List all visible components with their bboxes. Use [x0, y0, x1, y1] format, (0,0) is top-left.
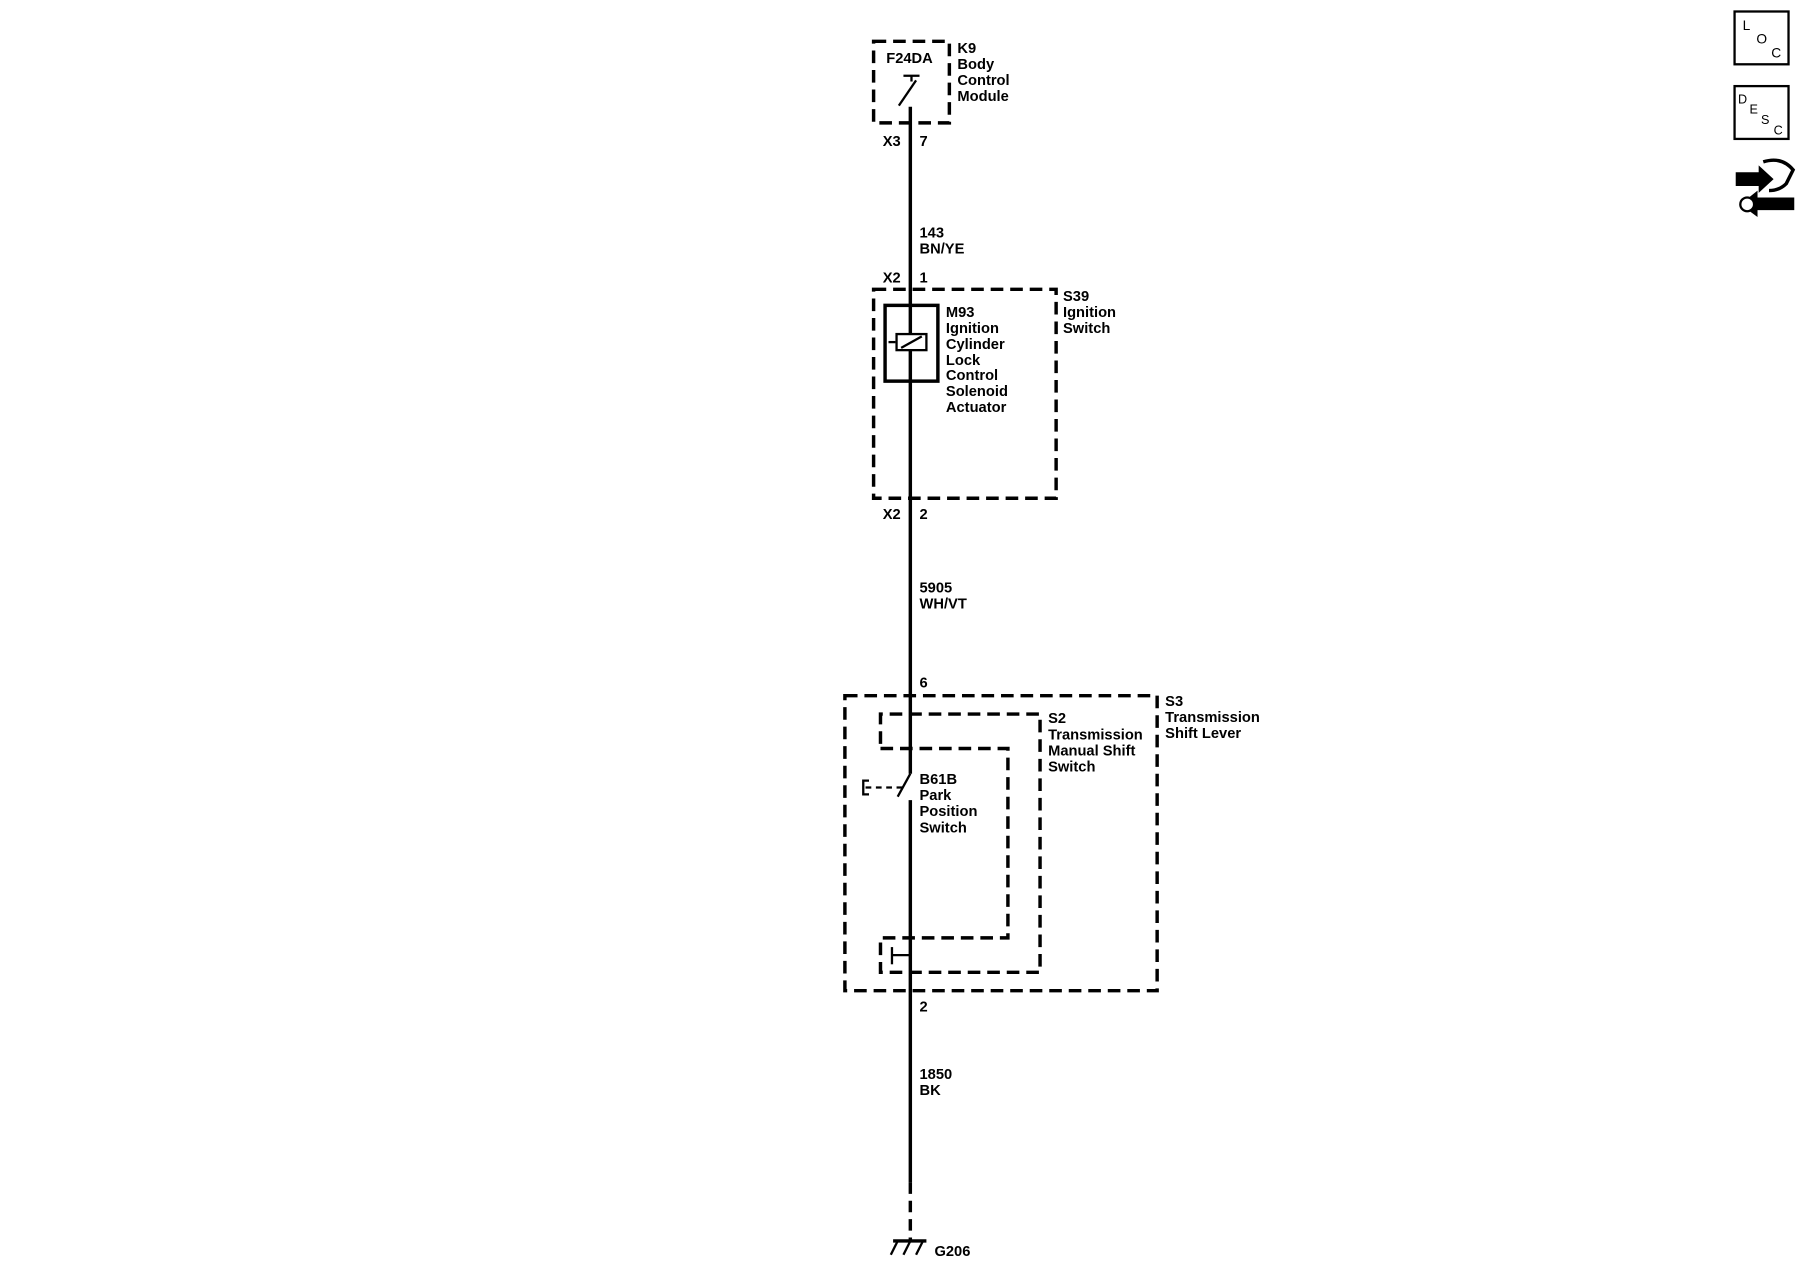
- s39-bottom-pin-label: 2: [920, 507, 928, 523]
- s3-title-line: S3: [1165, 694, 1183, 710]
- s2-manual-shift-switch: S2 Transmission Manual Shift Switch: [878, 711, 1143, 975]
- loc-button-frame: [1733, 10, 1790, 66]
- desc-letter: S: [1761, 113, 1769, 127]
- wire-143-circuit-label: 143: [920, 226, 945, 242]
- ground-hatch: [902, 1240, 912, 1256]
- left-arrow-shape: [1740, 190, 1795, 217]
- loc-button[interactable]: L O C: [1733, 10, 1790, 66]
- m93-title-line: M93: [946, 305, 975, 321]
- s39-title-line: Ignition: [1063, 305, 1116, 321]
- desc-button-frame: [1733, 84, 1790, 141]
- ground-hatch: [915, 1240, 924, 1256]
- k9-connector-label: X3: [883, 134, 901, 150]
- k9-title-line: Body: [957, 57, 995, 73]
- wire-143-color-label: BN/YE: [920, 242, 965, 258]
- m93-title-line: Ignition: [946, 321, 999, 337]
- k9-output-switch-symbol: [897, 74, 920, 107]
- g206-ground: G206: [889, 1239, 970, 1260]
- s39-title-line: Switch: [1063, 321, 1110, 337]
- m93-title-line: Cylinder: [946, 337, 1005, 353]
- k9-title-line: Module: [957, 89, 1008, 105]
- ground-label: G206: [934, 1244, 970, 1260]
- b61b-title-line: Switch: [920, 820, 967, 836]
- s39-ignition-switch: X2 1 S39 Ignition Switch M93 Ignition Cy…: [871, 270, 1116, 523]
- b61b-title-line: B61B: [920, 772, 958, 788]
- s39-top-pin-label: 1: [920, 270, 928, 286]
- m93-solenoid-slash: [900, 335, 923, 349]
- k9-title-line: Control: [957, 73, 1009, 89]
- navigation-button[interactable]: [1735, 158, 1796, 217]
- right-arrow-shape: [1735, 165, 1774, 193]
- s3-title-line: Transmission: [1165, 710, 1260, 726]
- b61b-actuator-bracket: [862, 779, 870, 796]
- loc-letter: O: [1756, 32, 1767, 47]
- s39-top-connector-label: X2: [883, 270, 901, 286]
- b61b-park-position-switch: B61B Park Position Switch: [862, 772, 978, 836]
- s2-title-line: Manual Shift: [1048, 743, 1135, 759]
- ground-hatch: [889, 1240, 899, 1256]
- k9-switch-blade: [897, 79, 918, 107]
- s3-title-line: Shift Lever: [1165, 726, 1241, 742]
- k9-fuse-label: F24DA: [886, 51, 933, 67]
- loc-letter: L: [1743, 18, 1751, 33]
- wire-1850-color-label: BK: [920, 1083, 942, 1099]
- s3-shift-lever-boundary: [843, 693, 1159, 993]
- s2-title-line: S2: [1048, 711, 1066, 727]
- s39-title-line: S39: [1063, 289, 1089, 305]
- wrench-head-shape: [1739, 196, 1756, 213]
- k9-body-control-module: F24DA K9 Body Control Module X3 7: [871, 39, 1010, 150]
- navigation-arrows-icon: [1735, 158, 1796, 217]
- wire-1850-circuit-label: 1850: [920, 1067, 953, 1083]
- s3-bottom-pin-label: 2: [920, 999, 928, 1015]
- desc-letter: C: [1774, 123, 1783, 137]
- m93-title-line: Solenoid: [946, 384, 1008, 400]
- k9-title-line: K9: [957, 41, 976, 57]
- b61b-title-line: Position: [920, 804, 978, 820]
- desc-letter: E: [1749, 103, 1757, 117]
- b61b-switch-blade: [896, 773, 912, 798]
- k9-pin-label: 7: [920, 134, 928, 150]
- desc-button[interactable]: D E S C: [1733, 84, 1790, 141]
- s2-switch-boundary: [878, 712, 1042, 975]
- b61b-title-line: Park: [920, 788, 953, 804]
- s3-top-pin-label: 6: [920, 676, 928, 692]
- loc-letter: C: [1771, 45, 1781, 60]
- wire-5905-color-label: WH/VT: [920, 596, 967, 612]
- wire-5905-circuit-label: 5905: [920, 580, 953, 596]
- s3-transmission-shift-lever: 6 S3 Transmission Shift Lever S2 Transmi…: [843, 676, 1260, 1015]
- desc-letter: D: [1738, 92, 1747, 106]
- hook-outline-shape: [1762, 158, 1796, 193]
- m93-title-line: Lock: [946, 353, 981, 369]
- s2-title-line: Switch: [1048, 759, 1095, 775]
- s2-contact-symbol: [890, 947, 911, 965]
- s2-title-line: Transmission: [1048, 727, 1143, 743]
- m93-solenoid-actuator: M93 Ignition Cylinder Lock Control Solen…: [883, 303, 1008, 416]
- m93-title-line: Control: [946, 368, 998, 384]
- s39-bottom-connector-label: X2: [883, 507, 901, 523]
- m93-title-line: Actuator: [946, 400, 1007, 416]
